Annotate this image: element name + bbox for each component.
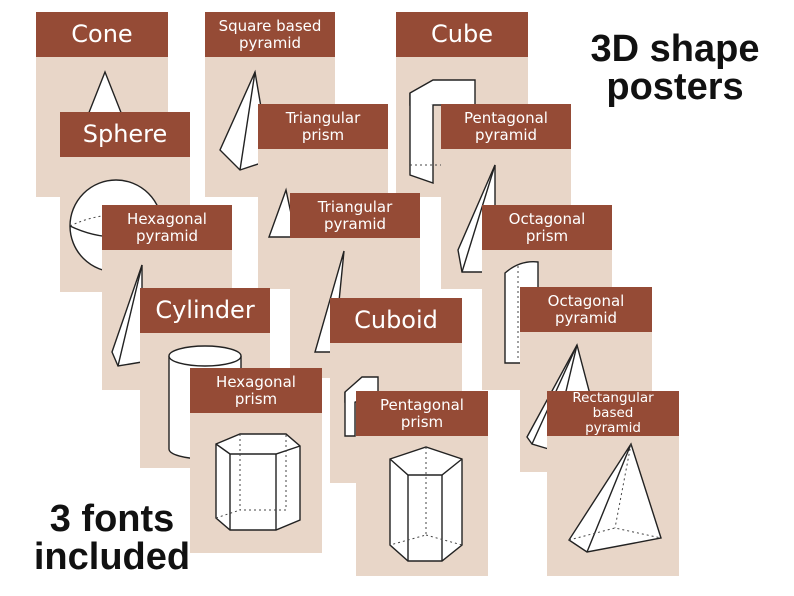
pentagonal-prism-shape <box>389 446 463 562</box>
label-cube: Cube <box>431 20 493 49</box>
hexagonal-prism-shape <box>215 433 301 531</box>
label-pentagonal-pyramid: Pentagonal pyramid <box>464 109 548 144</box>
headline-title: 3D shape posters <box>590 28 760 108</box>
label-hexagonal-pyramid: Hexagonal pyramid <box>127 210 207 245</box>
banner-square-pyramid: Square based pyramid <box>205 12 335 57</box>
label-triangular-pyramid: Triangular pyramid <box>317 198 393 233</box>
banner-sphere: Sphere <box>60 112 190 157</box>
banner-cube: Cube <box>396 12 528 57</box>
rectangular-pyramid-shape <box>568 442 662 553</box>
banner-pentagonal-pyramid: Pentagonal pyramid <box>441 104 571 149</box>
fonts-included-note: 3 fonts included <box>33 498 191 578</box>
label-hexagonal-prism: Hexagonal prism <box>216 373 296 408</box>
label-rectangular-pyramid: Rectangular based pyramid <box>572 390 654 436</box>
banner-triangular-pyramid: Triangular pyramid <box>290 193 420 238</box>
label-octagonal-pyramid: Octagonal pyramid <box>547 292 625 327</box>
cube-shape <box>409 79 476 184</box>
label-triangular-prism: Triangular prism <box>285 109 361 144</box>
label-pentagonal-prism: Pentagonal prism <box>380 396 464 431</box>
banner-hexagonal-prism: Hexagonal prism <box>190 368 322 413</box>
label-square-pyramid: Square based pyramid <box>218 17 322 52</box>
banner-triangular-prism: Triangular prism <box>258 104 388 149</box>
banner-octagonal-prism: Octagonal prism <box>482 205 612 250</box>
label-cuboid: Cuboid <box>354 306 438 335</box>
banner-rectangular-pyramid: Rectangular based pyramid <box>547 391 679 436</box>
label-octagonal-prism: Octagonal prism <box>508 210 586 245</box>
banner-pentagonal-prism: Pentagonal prism <box>356 391 488 436</box>
label-sphere: Sphere <box>82 120 168 149</box>
banner-octagonal-pyramid: Octagonal pyramid <box>520 287 652 332</box>
banner-cone: Cone <box>36 12 168 57</box>
banner-hexagonal-pyramid: Hexagonal pyramid <box>102 205 232 250</box>
label-cone: Cone <box>71 20 133 49</box>
banner-cylinder: Cylinder <box>140 288 270 333</box>
label-cylinder: Cylinder <box>155 296 255 325</box>
banner-cuboid: Cuboid <box>330 298 462 343</box>
